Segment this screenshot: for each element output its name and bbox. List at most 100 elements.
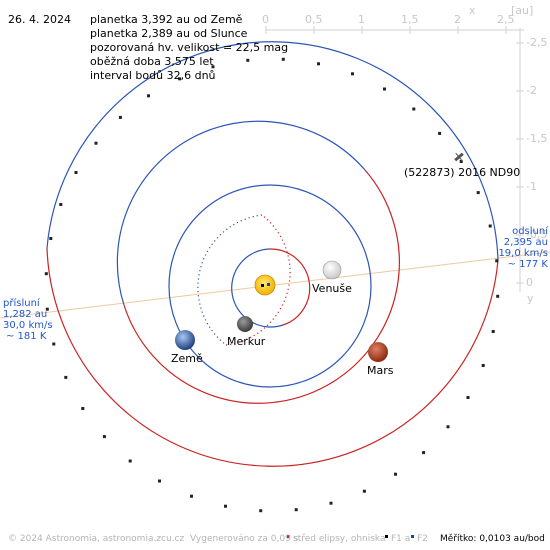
orbit-position-dot xyxy=(59,203,63,206)
earth-orbit xyxy=(168,184,372,388)
mars-orbit-below xyxy=(123,169,400,404)
orbit-focus-f1 xyxy=(261,284,264,287)
aphelion-title: odsluní xyxy=(512,226,548,237)
x-tick-label: 0,5 xyxy=(305,13,323,26)
footer-scale: Měřítko: 0,0103 au/bod xyxy=(440,534,545,544)
y-tick-label: -2 xyxy=(526,84,537,97)
venus-planet xyxy=(322,260,342,280)
orbit-position-dot xyxy=(495,259,499,263)
legend-f2-marker xyxy=(411,535,414,538)
orbit-position-dot xyxy=(438,131,442,135)
orbit-position-dot xyxy=(128,459,132,463)
info-point-interval: interval bodů 32,6 dnů xyxy=(90,69,216,82)
orbit-position-dot xyxy=(81,407,85,410)
legend-f2-label: F2 xyxy=(417,534,428,544)
orbit-position-dot xyxy=(45,307,49,311)
orbit-position-dot xyxy=(44,272,48,276)
mars-orbit-above xyxy=(116,120,366,306)
orbit-position-dot xyxy=(394,472,397,476)
orbit-position-dot xyxy=(481,364,485,367)
y-axis-letter: y xyxy=(527,292,534,305)
venus-orbit-below xyxy=(225,214,291,346)
orbit-position-dot xyxy=(491,330,495,333)
info-distance-earth: planetka 3,392 au od Země xyxy=(90,13,243,26)
y-tick-label: -2,5 xyxy=(526,36,548,49)
orbit-position-dot xyxy=(383,87,386,91)
orbit-position-dot xyxy=(476,191,480,195)
asteroid-position-dots xyxy=(44,57,500,513)
mars-planet xyxy=(368,342,388,362)
x-axis-ticks xyxy=(265,26,507,34)
orbit-position-dot xyxy=(488,224,492,228)
orbit-position-dot xyxy=(147,94,150,98)
venus-orbit-above xyxy=(197,214,263,346)
x-axis-letter: x xyxy=(469,4,476,17)
x-tick-label: 1,5 xyxy=(401,13,419,26)
earth-label: Země xyxy=(171,352,203,365)
mercury-planet xyxy=(237,316,253,332)
x-tick-label: 2 xyxy=(454,13,461,26)
asteroid-name-label: (522873) 2016 ND90 xyxy=(404,166,521,179)
perihelion-temperature: ~ 181 K xyxy=(6,331,47,342)
perihelion-title: přísluní xyxy=(3,298,40,309)
info-period: oběžná doba 3,575 let xyxy=(90,55,214,68)
orbit-position-dot xyxy=(49,237,53,240)
earth-planet xyxy=(175,330,195,350)
mercury-orbit-below xyxy=(269,248,311,326)
aphelion-distance: 2,395 au xyxy=(503,237,548,248)
orbit-position-dot xyxy=(446,425,450,429)
legend-center-label: střed elipsy, ohniska xyxy=(293,534,386,544)
orbit-position-dot xyxy=(496,294,500,298)
asteroid-orbit-below xyxy=(46,247,499,467)
orbit-focus-f2 xyxy=(267,283,270,286)
aphelion-speed: 19,0 km/s xyxy=(498,248,548,259)
orbit-position-dot xyxy=(246,58,250,62)
orbit-position-dot xyxy=(178,77,182,81)
orbit-position-dot xyxy=(351,72,354,76)
orbit-position-dot xyxy=(102,435,106,439)
orbit-position-dot xyxy=(74,171,78,174)
mercury-label: Merkur xyxy=(227,335,266,348)
orbit-position-dot xyxy=(281,57,285,61)
sun xyxy=(254,274,276,296)
orbit-position-dot xyxy=(224,504,227,508)
orbit-position-dot xyxy=(294,508,298,512)
footer-generated: Vygenerováno za 0,09 s xyxy=(190,534,299,544)
x-tick-label: 1 xyxy=(358,13,365,26)
footer-copyright: © 2024 Astronomia, astronomia.zcu.cz xyxy=(8,534,185,544)
orbit-position-dot xyxy=(422,451,426,455)
axes xyxy=(265,26,524,292)
orbit-position-dot xyxy=(317,62,320,66)
x-tick-label: 0 xyxy=(262,13,269,26)
mercury-orbit-above xyxy=(231,248,284,328)
orbit-position-dot xyxy=(158,479,161,483)
legend-center-marker xyxy=(287,535,290,538)
y-tick-label: -0,5 xyxy=(526,228,548,241)
perihelion-speed: 30,0 km/s xyxy=(3,320,53,331)
x-tick-label: 2,5 xyxy=(497,13,515,26)
orbit-position-dot xyxy=(459,160,463,163)
mars-label: Mars xyxy=(367,364,394,377)
orbit-position-dot xyxy=(211,65,215,69)
orbit-position-dot xyxy=(259,509,263,513)
venus-label: Venuše xyxy=(312,282,352,295)
orbit-position-dot xyxy=(118,115,122,119)
date-label: 26. 4. 2024 xyxy=(8,13,71,26)
orbit-position-dot xyxy=(94,141,98,145)
orbit-position-dot xyxy=(64,375,68,379)
orbit-position-dot xyxy=(52,342,56,346)
asteroid-icon xyxy=(454,152,464,162)
axis-unit: [au] xyxy=(511,4,534,17)
legend-f1-marker xyxy=(385,535,388,538)
aphelion-temperature: ~ 177 K xyxy=(507,259,548,270)
info-distance-sun: planetka 2,389 au od Slunce xyxy=(90,27,248,40)
legend-f1-label: F1 a xyxy=(391,534,411,544)
perihelion-distance: 1,282 au xyxy=(3,309,48,320)
y-tick-label: 0 xyxy=(526,276,533,289)
orbit-position-dot xyxy=(329,501,333,505)
y-tick-label: -1,5 xyxy=(526,132,548,145)
orbit-position-dot xyxy=(362,489,366,493)
asteroid-orbit-above xyxy=(46,41,499,261)
info-magnitude: pozorovaná hv. velikost = 22,5 mag xyxy=(90,41,289,54)
